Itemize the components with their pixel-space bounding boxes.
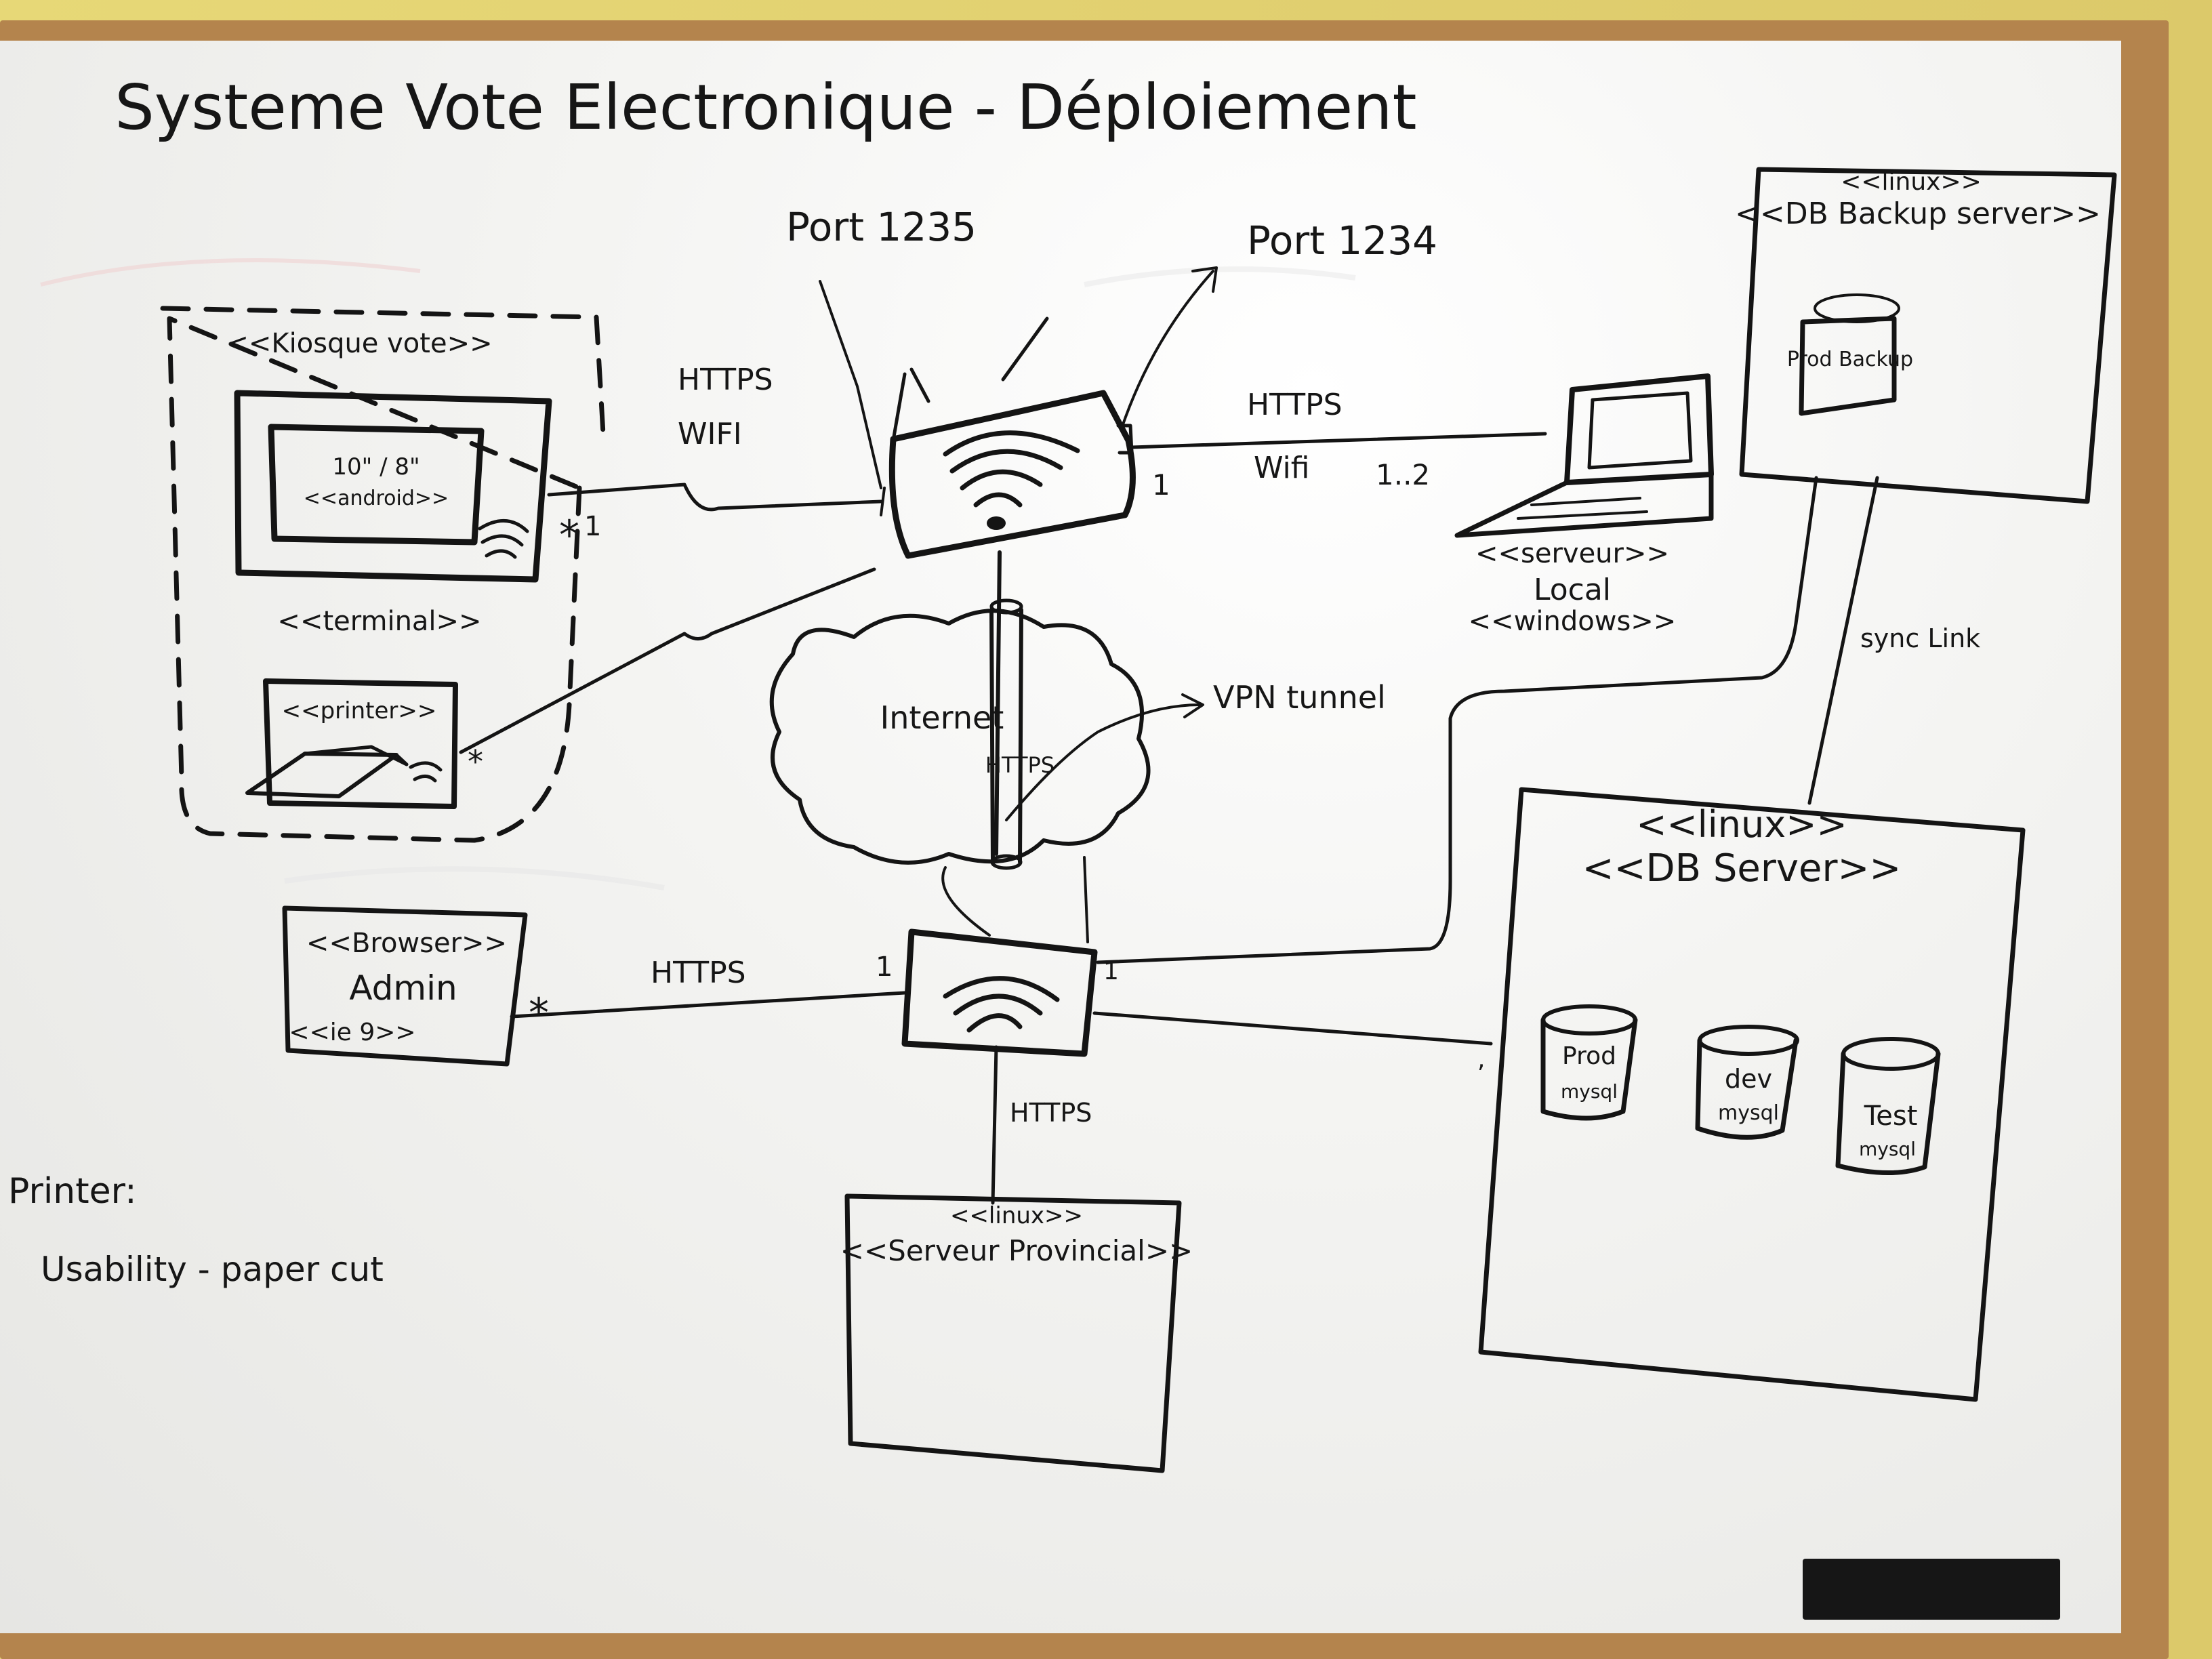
terminal-conn-multiplicity: 1: [584, 511, 601, 542]
port-1235-label: Port 1235: [786, 204, 977, 250]
backup-database-icon: [1799, 293, 1900, 416]
provincial-server-node: <<linux>> <<Serveur Provincial>>: [840, 1193, 1193, 1473]
router-multiplicity: 1: [1152, 468, 1170, 501]
kiosk-package: <<Kiosque vote>>: [160, 306, 606, 843]
sync-link-label: sync Link: [1860, 623, 1980, 653]
wifi-router-top: [880, 316, 1136, 559]
db-cylinder-dev: dev mysql: [1695, 1025, 1799, 1140]
internet-cloud: Internet: [769, 609, 1151, 865]
router-to-local-link: [1096, 476, 1818, 964]
printer-multiplicity: *: [468, 743, 483, 780]
db-server-stereotype: <<DB Server>>: [1582, 846, 1902, 890]
backup-db-label: Prod Backup: [1787, 348, 1913, 371]
local-server-name: Local: [1534, 573, 1611, 607]
admin-browser: <<ie 9>>: [289, 1019, 415, 1046]
terminal-wifi-link: [547, 483, 883, 512]
printer-label: <<printer>>: [282, 697, 437, 724]
erased-residue: [40, 258, 1356, 890]
db-test-line2: mysql: [1859, 1138, 1916, 1160]
router2-multiplicity: 1: [1103, 958, 1119, 985]
kiosk-wifi-label: WIFI: [678, 417, 742, 451]
printer-node: <<printer>>: [245, 678, 458, 809]
terminal-node: 10" / 8" <<android>> <<terminal>>: [234, 390, 552, 637]
db-prod-line1: Prod: [1562, 1042, 1616, 1070]
admin-name: Admin: [349, 968, 457, 1008]
printer-wifi-link: [459, 567, 876, 754]
admin-browser-node: <<Browser>> Admin <<ie 9>>: [282, 905, 528, 1067]
local-multiplicity: 1..2: [1376, 458, 1430, 491]
kiosk-https-label: HTTPS: [678, 363, 773, 397]
provincial-os: <<linux>>: [950, 1202, 1083, 1229]
local-server-node: <<serveur>> Local <<windows>>: [1454, 373, 1714, 637]
sync-link: [1807, 476, 1879, 805]
terminal-label: <<terminal>>: [277, 606, 481, 637]
admin-router-multiplicity: 1: [876, 951, 893, 983]
provincial-stereotype: <<Serveur Provincial>>: [840, 1234, 1193, 1267]
wifi-icon: [478, 519, 529, 559]
db-cylinder-test: Test mysql: [1835, 1037, 1941, 1175]
admin-stereotype: <<Browser>>: [306, 928, 507, 959]
note-body: Usability - paper cut: [41, 1250, 384, 1289]
vpn-tunnel: [989, 550, 1204, 870]
wifi-router-bottom: [901, 928, 1098, 1057]
internet-https-label: HTTPS: [985, 752, 1054, 778]
wifi-icon: [409, 761, 443, 783]
local-https-label: HTTPS: [1247, 388, 1343, 422]
note-heading: Printer:: [8, 1171, 137, 1212]
wifi-icon: [943, 430, 1080, 530]
local-wifi-label: Wifi: [1254, 451, 1309, 485]
vpn-label: VPN tunnel: [1213, 679, 1386, 716]
wifi-icon: [943, 976, 1060, 1033]
admin-https-label: HTTPS: [651, 956, 746, 990]
local-server-stereotype: <<serveur>>: [1475, 538, 1669, 569]
local-server-os: <<windows>>: [1469, 606, 1677, 637]
provincial-https-label: HTTPS: [1010, 1098, 1092, 1128]
backup-server-stereotype: <<DB Backup server>>: [1735, 197, 2101, 231]
tick-mark: ,: [1477, 1046, 1485, 1073]
db-backup-server-node: <<linux>> <<DB Backup server>> Prod Back…: [1735, 167, 2117, 504]
eraser: [1803, 1559, 2060, 1620]
db-test-line1: Test: [1864, 1101, 1918, 1132]
db-server-os: <<linux>>: [1636, 803, 1847, 846]
db-server-node: <<linux>> <<DB Server>> Prod mysql dev m…: [1478, 787, 2026, 1402]
db-dev-line1: dev: [1725, 1064, 1772, 1094]
local-server-link: [1130, 432, 1547, 449]
db-dev-line2: mysql: [1718, 1101, 1779, 1125]
router-to-dbserver-link: [1092, 1011, 1493, 1046]
internet-label: Internet: [880, 699, 1004, 736]
kiosk-label: <<Kiosque vote>>: [226, 328, 492, 359]
db-cylinder-prod: Prod mysql: [1540, 1004, 1638, 1121]
terminal-os: <<android>>: [304, 487, 449, 510]
terminal-multiplicity: *: [559, 512, 579, 559]
db-prod-line2: mysql: [1561, 1080, 1618, 1103]
port-1234-label: Port 1234: [1247, 218, 1437, 264]
admin-link: [510, 991, 907, 1019]
provincial-link: [991, 1045, 998, 1205]
diagram-title: Systeme Vote Electronique - Déploiement: [115, 71, 1416, 144]
terminal-screen-size: 10" / 8": [332, 453, 419, 480]
backup-server-os: <<linux>>: [1841, 168, 1982, 196]
